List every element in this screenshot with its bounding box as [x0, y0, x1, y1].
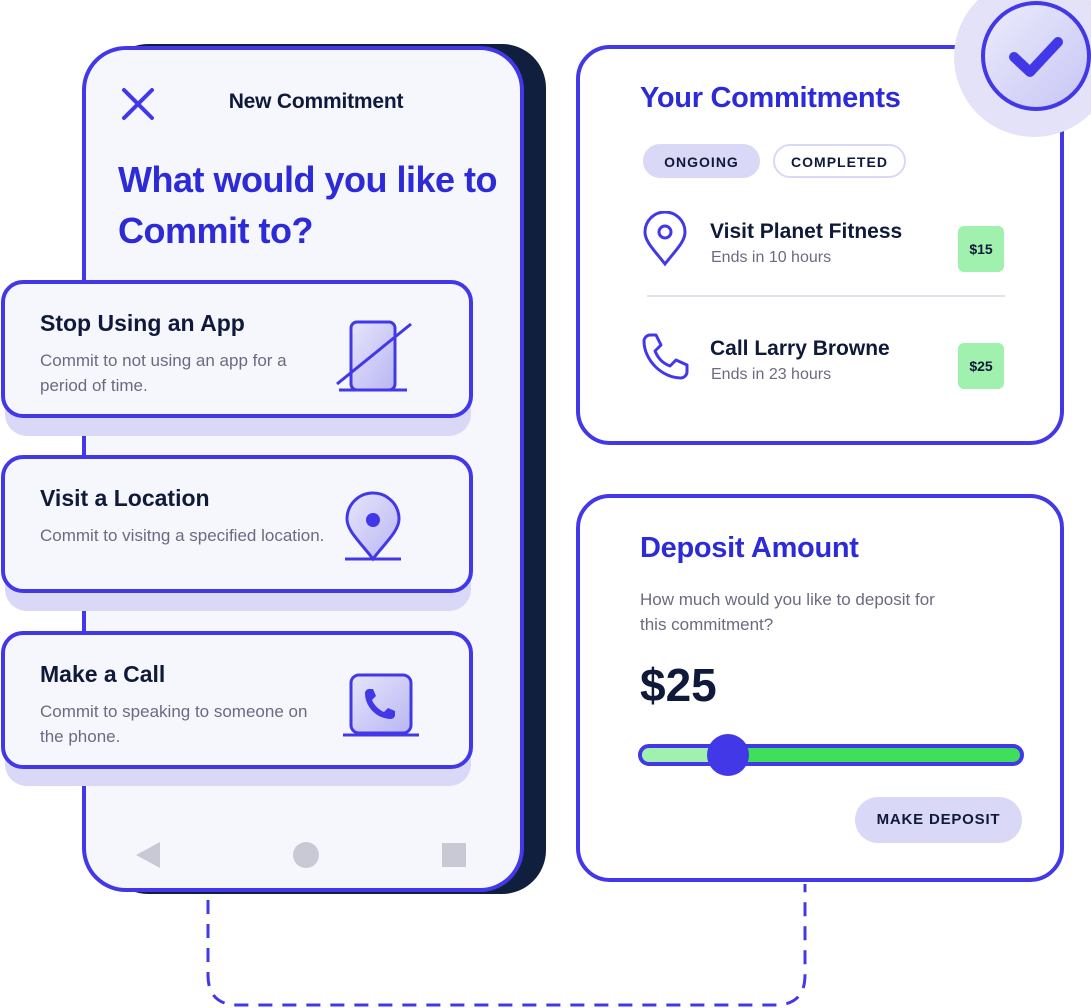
option-make-call[interactable]: Make a Call Commit to speaking to someon…: [1, 631, 473, 769]
option-description: Commit to not using an app for a period …: [40, 351, 287, 395]
location-pin-icon: [643, 211, 687, 267]
screen-title: New Commitment: [228, 90, 404, 113]
deposit-title: Deposit Amount: [640, 532, 859, 564]
commitment-amount-badge: $15: [958, 226, 1004, 272]
back-icon[interactable]: [136, 842, 160, 868]
commitment-time-left: Ends in 10 hours: [711, 249, 832, 266]
option-description: Commit to visitng a specified location.: [40, 526, 325, 545]
option-visit-location[interactable]: Visit a Location Commit to visitng a spe…: [1, 455, 473, 593]
commitments-title: Your Commitments: [640, 82, 901, 114]
slider-thumb[interactable]: [707, 734, 749, 776]
phone-icon: [642, 333, 689, 380]
commitment-time-left: Ends in 23 hours: [711, 366, 832, 383]
deposit-slider[interactable]: [638, 744, 1024, 766]
checkmark-icon: [954, 0, 1091, 137]
commitment-item[interactable]: Visit Planet Fitness Ends in 10 hours $1…: [640, 205, 1010, 285]
close-icon: [122, 88, 154, 120]
phone-icon: [343, 673, 419, 737]
deposit-description: How much would you like to deposit for t…: [640, 590, 935, 634]
commitment-item[interactable]: Call Larry Browne Ends in 23 hours $25: [640, 322, 1010, 402]
completed-check-badge: [954, 0, 1091, 137]
home-icon[interactable]: [293, 842, 319, 868]
option-title: Visit a Location: [40, 485, 210, 511]
app-blocked-icon: [336, 320, 412, 392]
location-pin-icon: [345, 491, 401, 562]
deposit-amount-value: $25: [640, 659, 717, 711]
make-deposit-button[interactable]: MAKE DEPOSIT: [855, 797, 1022, 843]
option-title: Make a Call: [40, 661, 166, 687]
commitment-amount-badge: $25: [958, 343, 1004, 389]
commitment-title: Call Larry Browne: [710, 337, 890, 360]
recents-icon[interactable]: [442, 843, 466, 867]
option-stop-using-app[interactable]: Stop Using an App Commit to not using an…: [1, 280, 473, 418]
close-button[interactable]: [120, 86, 156, 122]
android-nav-bar: [86, 836, 520, 876]
divider: [647, 295, 1005, 297]
tab-completed[interactable]: COMPLETED: [773, 144, 906, 178]
commitment-title: Visit Planet Fitness: [710, 220, 903, 243]
tab-ongoing[interactable]: ONGOING: [643, 144, 760, 178]
commit-question-heading: What would you like to Commit to?: [118, 159, 498, 251]
option-description: Commit to speaking to someone on the pho…: [40, 702, 308, 746]
option-title: Stop Using an App: [40, 310, 245, 336]
